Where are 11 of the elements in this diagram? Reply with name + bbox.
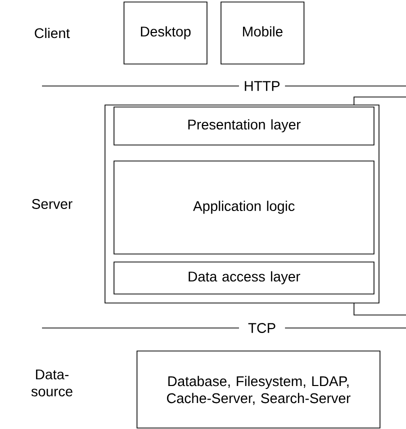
tier-label: Client bbox=[34, 28, 70, 38]
protocol-label: HTTP bbox=[239, 81, 285, 91]
layer-box: Application logic bbox=[114, 160, 374, 254]
client-box: Desktop bbox=[124, 2, 208, 64]
layer-box: Data access layer bbox=[114, 262, 374, 294]
datasource-box: Database, Filesystem, LDAP, Cache-Server, Search-Server bbox=[136, 350, 380, 428]
layer-box: Presentation layer bbox=[114, 106, 374, 146]
protocol-label: TCP bbox=[239, 323, 285, 333]
tier-label: Server bbox=[32, 199, 72, 209]
tier-label: Data-source bbox=[31, 370, 72, 396]
client-box: Mobile bbox=[220, 2, 304, 64]
